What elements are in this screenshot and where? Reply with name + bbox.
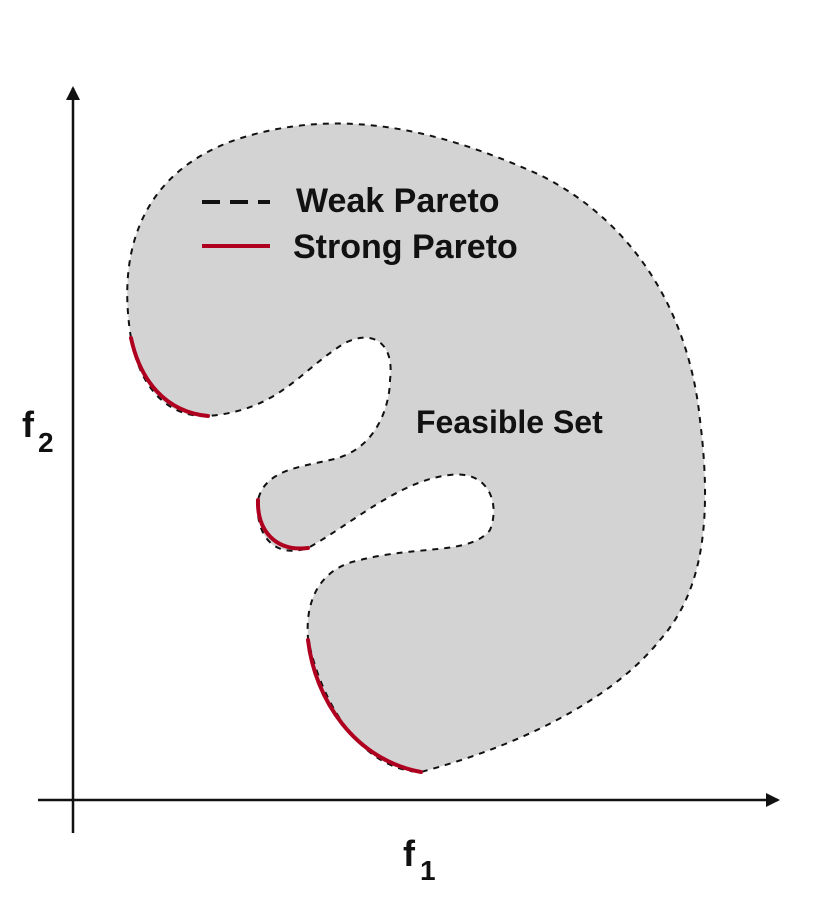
strong-pareto-segment-upper: [129, 336, 210, 418]
y-axis-subscript: 2: [38, 427, 54, 458]
y-axis-symbol: f: [22, 404, 35, 445]
feasible-set-region: [126, 122, 706, 774]
legend: Weak Pareto Strong Pareto: [202, 182, 518, 266]
y-axis-label: f 2: [22, 404, 54, 458]
x-axis-subscript: 1: [420, 855, 436, 886]
legend-strong-label: Strong Pareto: [293, 228, 518, 266]
x-axis-label: f 1: [403, 833, 436, 886]
feasible-set-label: Feasible Set: [416, 404, 603, 440]
x-axis-symbol: f: [403, 833, 416, 874]
strong-pareto-segment-middle: [255, 498, 310, 551]
strong-pareto-segment-lower: [306, 638, 423, 774]
legend-weak-label: Weak Pareto: [296, 182, 499, 220]
